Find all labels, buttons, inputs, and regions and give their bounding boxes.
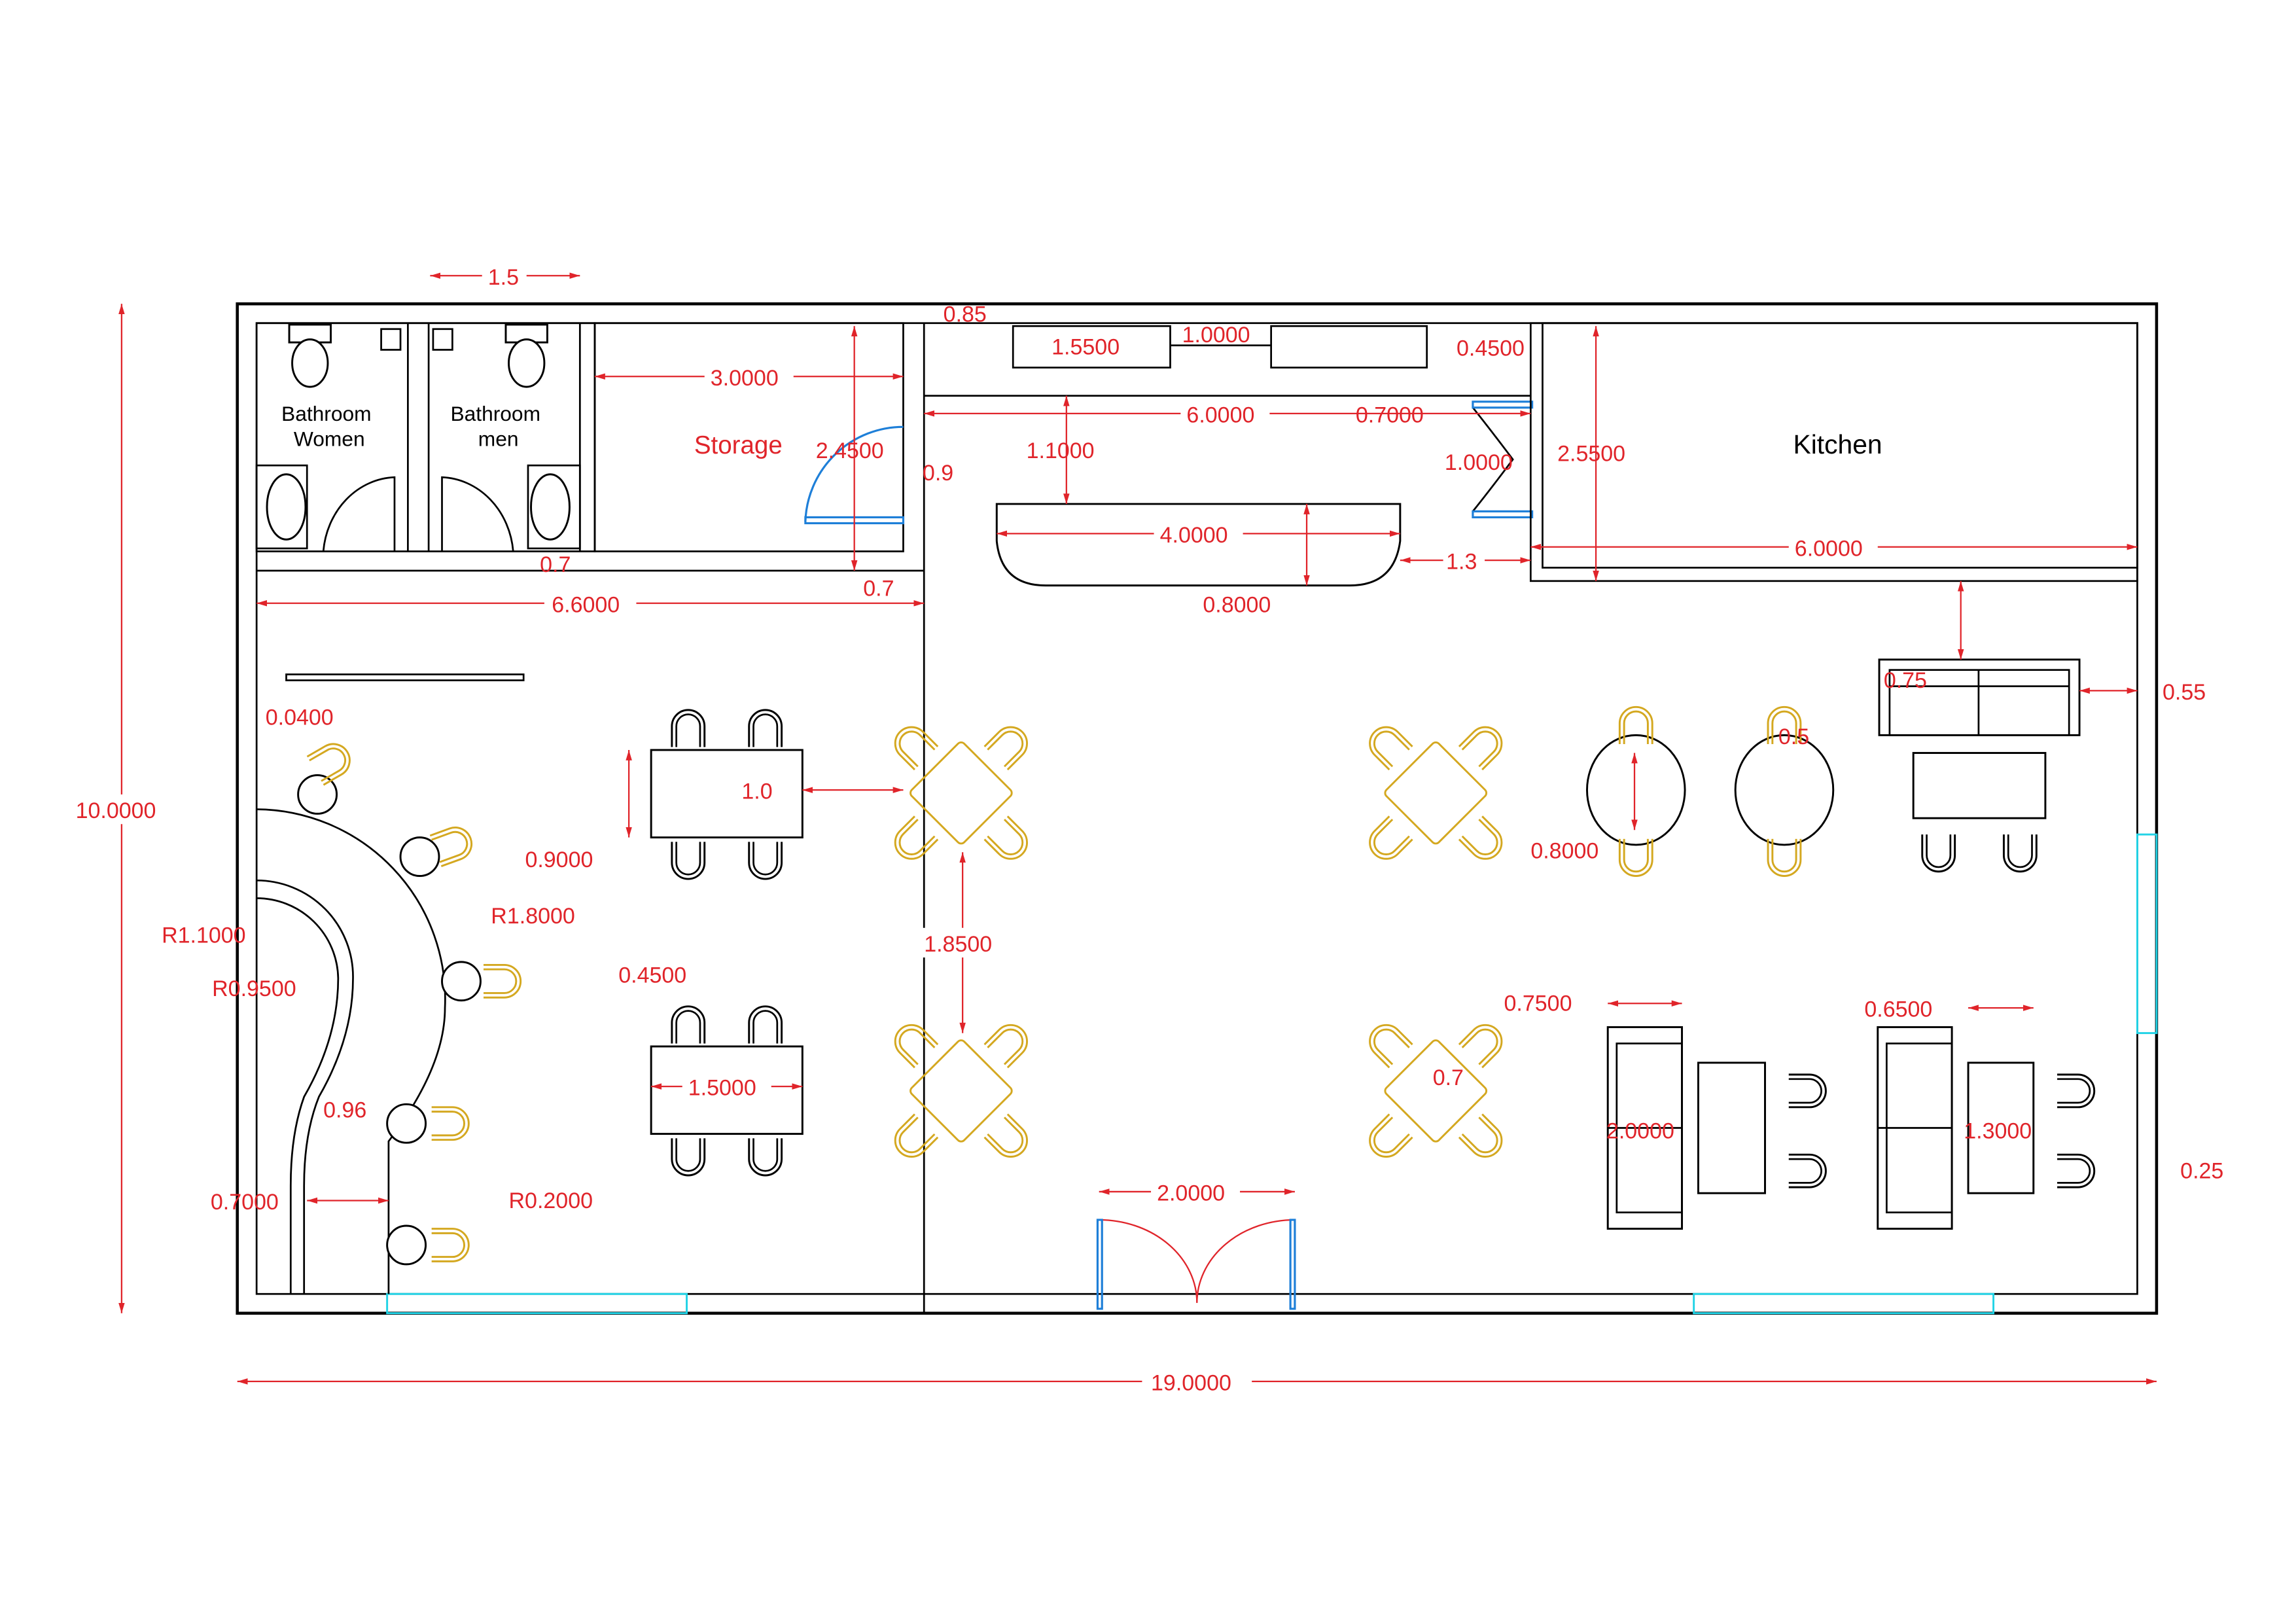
room-label-bathroom-women: Bathroom Women <box>281 402 377 450</box>
dim-coffee-table: 1.3000 <box>1964 1118 2032 1143</box>
dim-storage-height: 2.4500 <box>816 438 884 463</box>
dim-bathroom-width: 1.5 <box>488 265 519 290</box>
dim-sofa-offset: 0.75 <box>1884 668 1927 693</box>
sink-men-icon <box>527 464 581 550</box>
dim-chair-wall-gap: 0.25 <box>2180 1159 2223 1184</box>
dim-square-table-spacing: 1.8500 <box>924 932 992 957</box>
dim-arc-length: 0.96 <box>323 1098 366 1123</box>
square-table-4 <box>1363 1018 1508 1164</box>
entrance-doors <box>1096 1219 1296 1310</box>
dim-chair-width: 0.4500 <box>618 963 686 988</box>
dim-round-table: 0.8000 <box>1530 838 1598 863</box>
dim-kitchen-door-offset: 0.7000 <box>1356 402 1424 427</box>
dim-partition-thickness: 0.0400 <box>266 705 334 730</box>
sink-women-icon <box>255 464 308 550</box>
dim-inner-radius-a: R1.1000 <box>162 923 245 948</box>
dim-corridor-offset: 0.7 <box>863 576 894 601</box>
dim-kitchen-door: 1.0000 <box>1445 450 1513 475</box>
dim-overall-width: 19.0000 <box>1151 1370 1231 1395</box>
dim-kitchen-width: 6.0000 <box>1795 536 1863 561</box>
bathroom-block: Bathroom Women Bathroom men <box>255 322 925 572</box>
storage-room: Storage <box>593 322 925 1313</box>
dim-bath-door: 0.7 <box>540 552 571 577</box>
lounge-lower-b <box>1877 1026 2096 1230</box>
dining-table-1 <box>650 709 804 880</box>
dim-left-zone-width: 6.6000 <box>552 592 620 617</box>
dim-kitchen-height: 2.5500 <box>1557 441 1625 466</box>
dim-top-gap: 0.85 <box>944 302 987 327</box>
dim-counter-a: 1.5500 <box>1051 334 1120 359</box>
storage-door-icon <box>804 425 904 522</box>
dim-stool-radius: R0.2000 <box>509 1188 593 1213</box>
lounge-lower-a <box>1606 1026 1827 1230</box>
partition <box>285 673 525 681</box>
dim-counter-depth: 0.4500 <box>1457 336 1525 361</box>
kitchen-door-icon <box>1472 406 1514 512</box>
dim-storage-door: 0.9 <box>923 461 953 486</box>
dim-entrance-width: 2.0000 <box>1157 1181 1225 1206</box>
square-table-2 <box>889 1018 1034 1164</box>
door-men-icon <box>441 476 514 552</box>
dim-table-length: 1.5000 <box>688 1076 756 1101</box>
dim-sofa-a-length: 2.0000 <box>1606 1118 1674 1143</box>
dim-round-chair-gap: 0.5 <box>1778 724 1809 749</box>
dim-bar-clearance: 1.1000 <box>1027 438 1095 463</box>
dim-square-table: 0.7 <box>1433 1065 1464 1090</box>
dim-table-spacing: 1.0 <box>741 779 772 804</box>
dim-sofa-b-depth: 0.6500 <box>1864 997 1932 1022</box>
dim-bar-depth: 0.8000 <box>1203 592 1271 617</box>
door-women-icon <box>322 476 396 552</box>
square-table-3 <box>1363 721 1508 866</box>
square-table-1 <box>889 721 1034 866</box>
dimension-labels: 19.0000 10.0000 1.5 3.0000 2.4500 0.9 0.… <box>71 260 2223 1397</box>
dim-bar-zone-width: 6.0000 <box>1186 402 1254 427</box>
dim-outer-radius: R1.8000 <box>491 904 574 929</box>
dim-bar-length: 4.0000 <box>1160 523 1228 548</box>
curved-counter <box>256 737 522 1294</box>
dim-table-depth: 0.9000 <box>525 847 593 872</box>
round-table-2 <box>1734 705 1835 877</box>
dim-counter-gap: 1.0000 <box>1182 323 1250 348</box>
lounge-upper <box>1878 658 2081 873</box>
dim-counter-width: 0.7000 <box>211 1190 279 1215</box>
toilet-women-icon <box>288 323 402 388</box>
dim-inner-radius-b: R0.9500 <box>212 976 296 1001</box>
kitchen-room: Kitchen <box>1529 322 2138 582</box>
dim-overall-height: 10.0000 <box>76 798 156 823</box>
room-label-bathroom-men: Bathroom men <box>450 402 546 450</box>
room-label-storage: Storage <box>694 431 783 459</box>
dim-bar-to-kitchen: 1.3 <box>1446 550 1477 575</box>
dim-sofa-a-depth: 0.7500 <box>1504 991 1572 1016</box>
dim-storage-width: 3.0000 <box>711 366 779 391</box>
room-label-kitchen: Kitchen <box>1793 429 1882 459</box>
round-table-1 <box>1585 705 1686 877</box>
toilet-men-icon <box>432 323 548 388</box>
dim-sofa-wall-gap: 0.55 <box>2163 680 2206 705</box>
windows <box>386 833 2158 1315</box>
